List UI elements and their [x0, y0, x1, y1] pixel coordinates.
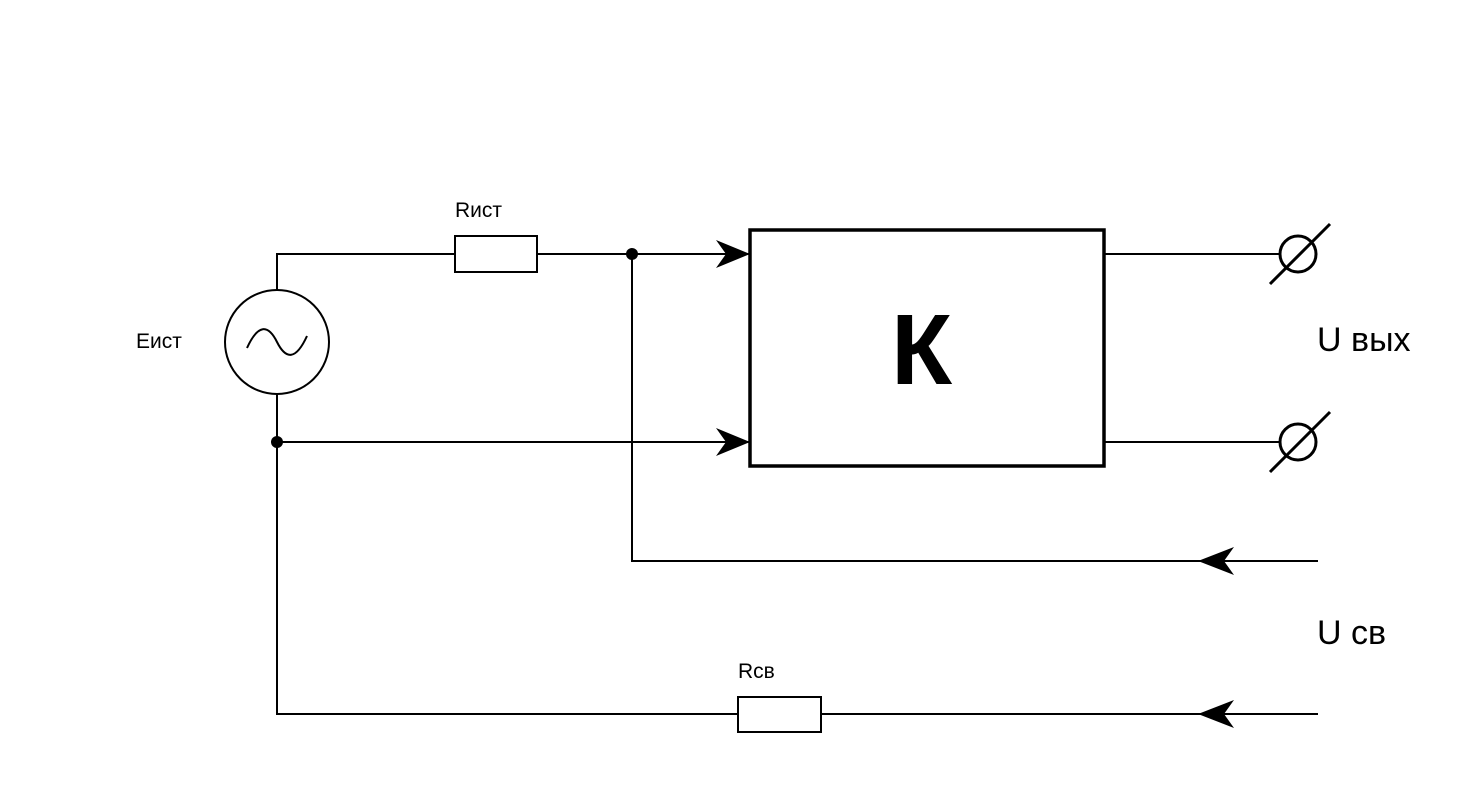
junction-dot-source: [271, 436, 283, 448]
output-terminal-bottom: [1278, 422, 1318, 462]
feedback-arrow-bottom: [1198, 700, 1234, 728]
feedback-voltage-label: U св: [1317, 614, 1386, 652]
output-terminal-top-slash: [1268, 222, 1332, 286]
output-terminal-bottom-slash: [1268, 410, 1332, 474]
source-resistor: [454, 235, 538, 273]
output-terminal-top: [1278, 234, 1318, 274]
input-arrow-bottom: [716, 428, 750, 456]
wire-feedback-voltage: [631, 254, 1318, 562]
input-arrow-top: [716, 240, 750, 268]
sine-wave-icon: [246, 328, 308, 356]
feedback-resistor: [737, 696, 822, 733]
feedback-arrow-top: [1198, 547, 1234, 575]
wire-source-bottom: [276, 394, 738, 715]
wire-source-top: [276, 253, 455, 290]
amplifier-block: [748, 228, 1106, 468]
junction-dot-top: [626, 248, 638, 260]
source-resistor-label: Rист: [455, 199, 502, 222]
source-emf-label: Еист: [136, 330, 182, 353]
output-voltage-label: U вых: [1317, 321, 1411, 359]
amplifier-label: К: [891, 294, 953, 406]
feedback-resistor-label: Rсв: [738, 660, 775, 683]
